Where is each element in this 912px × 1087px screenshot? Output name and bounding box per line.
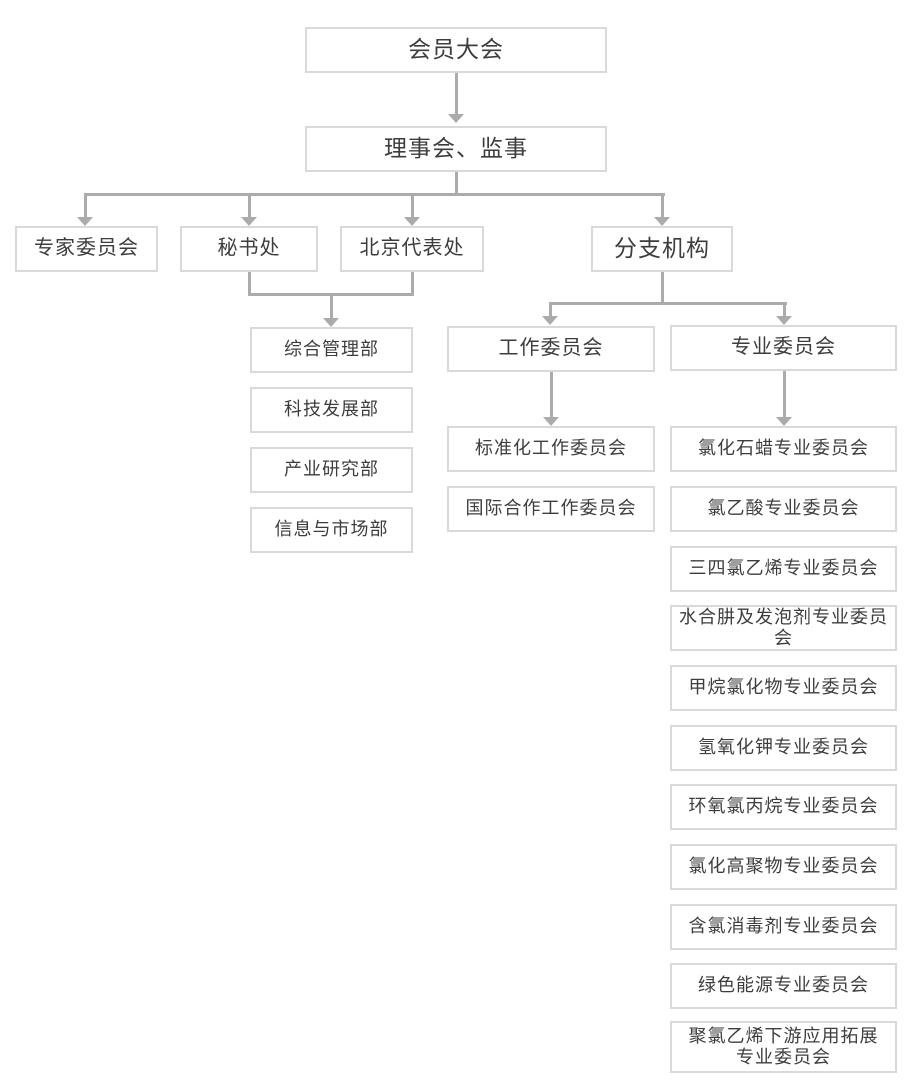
node-label: 产业研究部 [284,459,379,480]
node-label: 专业委员会 [731,336,836,359]
connector-working-stem [550,371,553,418]
node-professional-committee-item: 甲烷氯化物专业委员会 [670,665,897,711]
node-secretariat: 秘书处 [180,226,318,272]
node-professional-committee-item: 含氯消毒剂专业委员会 [670,904,897,950]
node-professional-committee-item: 三四氯乙烯专业委员会 [670,546,897,592]
node-label: 三四氯乙烯专业委员会 [688,558,879,579]
node-label: 氯化石蜡专业委员会 [698,438,869,459]
node-label: 专家委员会 [34,237,139,260]
node-professional-committee-item: 水合肼及发泡剂专业委员会 [670,605,897,651]
connector-drop-beijing [411,196,414,217]
connector-level3-splitter [84,193,665,196]
connector-beijing-down [411,272,414,295]
node-label: 理事会、监事 [384,135,528,162]
node-industry-research-dept: 产业研究部 [250,447,413,493]
node-label: 水合肼及发泡剂专业委员会 [679,606,888,648]
connector-branch-splitter [549,302,787,305]
arrow-down-icon [543,417,559,426]
connector-depts-stem [330,296,333,318]
arrow-down-icon [448,114,464,123]
arrow-down-icon [77,217,93,226]
node-label: 信息与市场部 [274,519,389,540]
node-info-market-dept: 信息与市场部 [250,507,413,553]
node-professional-committee-item: 氯乙酸专业委员会 [670,486,897,532]
node-board-supervisors: 理事会、监事 [305,126,607,172]
arrow-down-icon [776,417,792,426]
node-label: 国际合作工作委员会 [465,498,637,519]
node-branch-organizations: 分支机构 [591,226,733,272]
node-label: 标准化工作委员会 [475,438,627,459]
node-label: 氯乙酸专业委员会 [707,498,860,519]
node-professional-committee-item: 绿色能源专业委员会 [670,963,897,1009]
arrow-down-icon [323,318,339,327]
node-professional-committee-item: 聚氯乙烯下游应用拓展 专业委员会 [670,1021,897,1073]
node-standardization-working-committee: 标准化工作委员会 [447,426,655,472]
connector-drop-expert [84,196,87,217]
node-label: 会员大会 [408,36,504,63]
node-label: 科技发展部 [284,399,379,420]
connector-branches-stem [661,272,664,304]
connector-drop-branches [661,196,664,217]
connector-drop-working [549,305,552,316]
node-professional-committee-item: 氯化石蜡专业委员会 [670,426,897,472]
node-label: 综合管理部 [284,339,379,360]
arrow-down-icon [776,316,792,325]
node-expert-committee: 专家委员会 [15,226,158,272]
node-professional-committee-item: 环氧氯丙烷专业委员会 [670,784,897,830]
connector-drop-professional [783,305,786,316]
node-tech-development-dept: 科技发展部 [250,387,413,433]
connector-root-board-stem [455,73,458,115]
connector-professional-stem [783,371,786,418]
node-general-management-dept: 综合管理部 [250,327,413,373]
connector-merge-bar [248,293,414,296]
node-professional-committee: 专业委员会 [670,325,897,371]
arrow-down-icon [654,217,670,226]
node-intl-cooperation-working-committee: 国际合作工作委员会 [447,486,655,532]
node-label: 北京代表处 [359,237,465,260]
node-working-committee: 工作委员会 [447,326,655,372]
node-professional-committee-item: 氯化高聚物专业委员会 [670,844,897,890]
arrow-down-icon [542,316,558,325]
arrow-down-icon [404,217,420,226]
node-label: 分支机构 [614,235,710,262]
arrow-down-icon [241,217,257,226]
node-beijing-office: 北京代表处 [340,226,484,272]
node-label: 秘书处 [217,237,281,260]
connector-secretariat-down [248,272,251,295]
node-professional-committee-item: 氢氧化钾专业委员会 [670,725,897,771]
node-label: 绿色能源专业委员会 [698,975,869,996]
connector-board-stem [455,172,458,196]
node-members-assembly: 会员大会 [305,27,607,73]
node-label: 工作委员会 [498,337,604,360]
connector-drop-secretariat [248,196,251,217]
node-label: 聚氯乙烯下游应用拓展 专业委员会 [688,1025,879,1067]
node-label: 环氧氯丙烷专业委员会 [688,796,879,817]
node-label: 含氯消毒剂专业委员会 [688,916,879,937]
node-label: 甲烷氯化物专业委员会 [688,677,879,698]
node-label: 氯化高聚物专业委员会 [688,856,879,877]
node-label: 氢氧化钾专业委员会 [698,737,869,758]
